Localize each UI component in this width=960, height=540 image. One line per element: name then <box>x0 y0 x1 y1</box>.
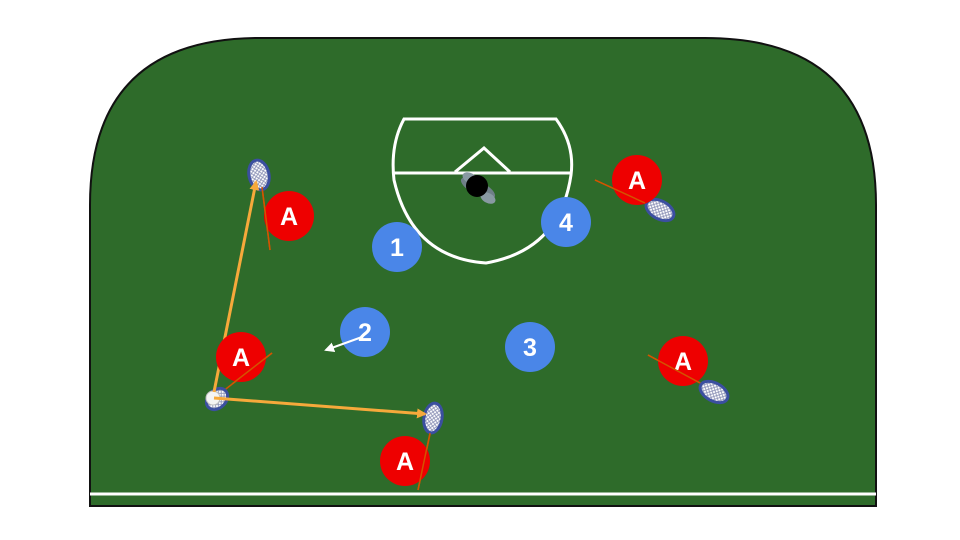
field-turf <box>89 37 877 507</box>
svg-text:A: A <box>674 348 692 376</box>
stick-shaft-overlay <box>647 354 701 384</box>
pass-arrow-right <box>213 396 427 419</box>
defender-marker-3: 3 <box>505 322 555 372</box>
defender-marker-2: 2 <box>340 307 390 357</box>
attacker-marker: A <box>658 336 708 386</box>
svg-text:A: A <box>396 448 414 476</box>
defender-move-arrow <box>324 336 363 352</box>
attacker-marker: A <box>612 155 662 205</box>
svg-text:3: 3 <box>523 334 537 362</box>
svg-text:A: A <box>628 167 646 195</box>
attacker-marker: A <box>264 191 314 241</box>
stick-shaft-overlay <box>231 352 273 385</box>
attacker-marker: A <box>380 436 430 486</box>
svg-text:2: 2 <box>358 319 372 347</box>
attacker-marker: A <box>216 332 266 382</box>
defender-marker-1: 1 <box>372 222 422 272</box>
goalie-icon <box>460 172 496 204</box>
stick-shaft-overlay <box>261 186 271 251</box>
svg-text:1: 1 <box>390 234 404 262</box>
stick-shaft-overlay <box>594 179 646 204</box>
defender-marker-4: 4 <box>541 197 591 247</box>
goal-triangle <box>454 146 512 174</box>
stick-shaft-overlay <box>417 432 431 491</box>
svg-text:A: A <box>280 203 298 231</box>
svg-text:A: A <box>232 344 250 372</box>
svg-text:4: 4 <box>559 209 573 237</box>
